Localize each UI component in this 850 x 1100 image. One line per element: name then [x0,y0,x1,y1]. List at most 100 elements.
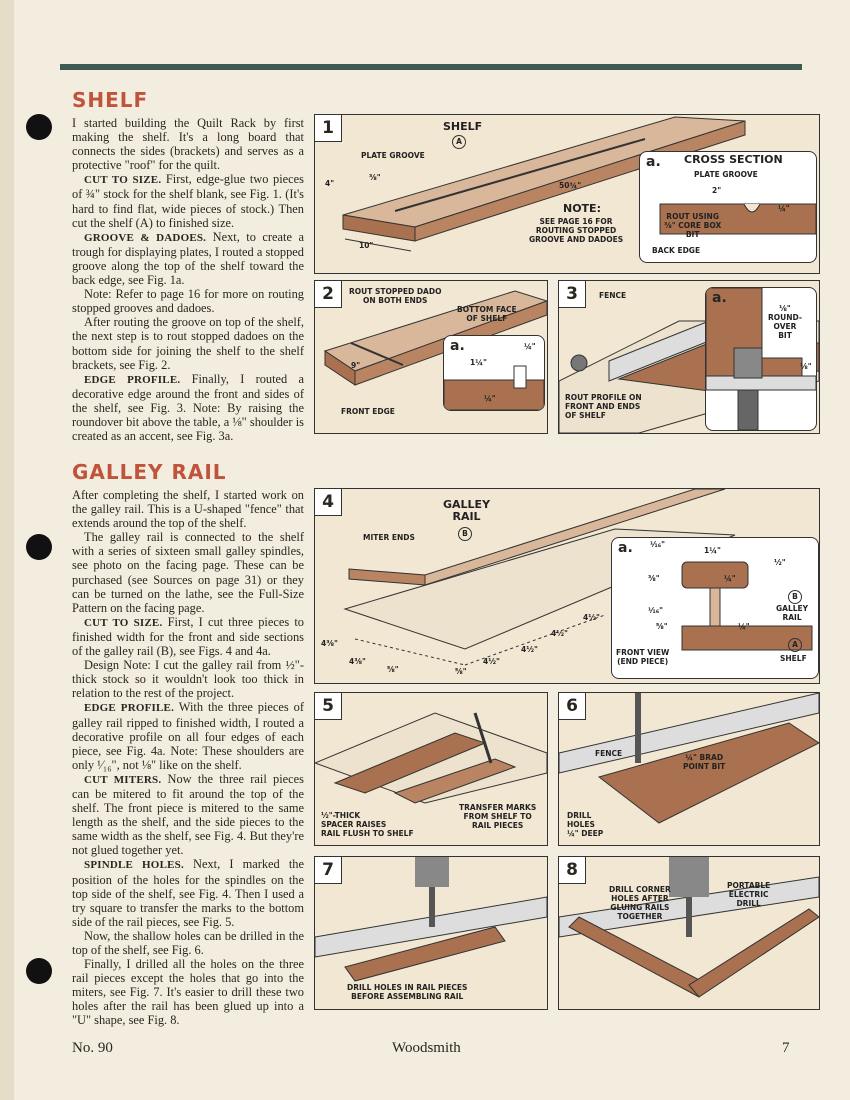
paragraph: EDGE PROFILE. Finally, I routed a decora… [72,371,304,444]
callout: FENCE [599,291,627,300]
dim-label: 4½" [483,657,500,666]
dim-label: ⅝" [387,665,399,674]
dim-label: ¼" [778,204,790,213]
figure-number: 1 [315,115,342,142]
callout: MITER ENDS [363,533,415,542]
part-b-marker: B [788,590,802,604]
binder-hole [26,114,52,140]
callout: ⅛" ROUND- OVER BIT [768,304,802,340]
dim-label: ¹⁄₁₆" [650,540,666,549]
part-b-marker: B [458,527,472,541]
figure-number: 2 [315,281,342,308]
dim-label: ⅜" [369,173,381,182]
figure-number: 3 [559,281,586,308]
dim-label: 1¼" [704,546,721,555]
dim-label: ¼" [738,622,750,631]
callout: BOTTOM FACE OF SHELF [457,305,517,323]
callout: SHELF [780,654,807,663]
inset-letter: a. [450,338,465,354]
drill-rail-illustration [315,857,547,982]
callout: FRONT EDGE [341,407,395,416]
figure-4: 4 GALLEY RAIL B MITER ENDS 4⅜" 4⅜" ⅝" ⅝"… [314,488,820,684]
paragraph: EDGE PROFILE. With the three pieces of g… [72,700,304,772]
paragraph: I started building the Quilt Rack by fir… [72,116,304,173]
inset-letter: a. [618,540,633,556]
figure-6: 6 FENCE ¼" BRAD POINT BIT DRILL HOLES ¼"… [558,692,820,846]
transfer-marks-illustration [315,712,547,804]
shelf-text: I started building the Quilt Rack by fir… [72,116,304,443]
figure-number: 7 [315,857,342,884]
figure-number: 5 [315,693,342,720]
figure-1: 1 SHELF A PLATE GROOVE 4" ⅜" 10" 50¾" NO… [314,114,820,274]
issue-number: No. 90 [72,1040,113,1056]
drill-corner-illustration [559,857,819,998]
plate-groove-label: PLATE GROOVE [361,151,425,160]
galley-profile-detail [681,561,813,651]
inset-letter: a. [712,290,727,306]
callout: ¼" BRAD POINT BIT [683,753,726,771]
callout: DRILL HOLES ¼" DEEP [567,811,604,838]
paragraph: The galley rail is connected to the shel… [72,530,304,615]
dim-label: ⅝" [656,622,668,631]
galley-front-view-inset: a. ¹⁄₁₆" 1¼" ½" ⅜" ¼" ¹⁄₁₆" ⅝" ¼" B GALL… [611,537,819,679]
paragraph: Note: Refer to page 16 for more on routi… [72,287,304,316]
paragraph: After completing the shelf, I started wo… [72,488,304,531]
shelf-heading: SHELF [72,88,149,112]
callout: TRANSFER MARKS FROM SHELF TO RAIL PIECES [459,803,537,830]
binder-hole [26,958,52,984]
figure-number: 6 [559,693,586,720]
galley-heading: GALLEY RAIL [72,460,227,484]
dim-label: ¼" [724,574,736,583]
inset-letter: a. [646,154,661,170]
callout: FENCE [595,749,623,758]
magazine-name: Woodsmith [392,1040,461,1056]
note-title: NOTE: [563,202,601,215]
binder-hole [26,534,52,560]
dim-label: 4⅜" [349,657,366,666]
paragraph: CUT MITERS. Now the three rail pieces ca… [72,771,304,858]
figure-8: 8 DRILL CORNER HOLES AFTER GLUING RAILS … [558,856,820,1010]
dim-label: 2" [712,186,722,195]
dim-label: ¹⁄₁₆" [648,606,664,615]
dado-detail [444,365,544,410]
dim-label: 4⅜" [321,639,338,648]
part-a-marker: A [452,135,466,149]
inset-label: BACK EDGE [652,246,701,255]
page-number: 7 [782,1040,790,1056]
paragraph: CUT TO SIZE. First, edge-glue two pieces… [72,172,304,230]
dim-label: 10" [359,241,374,250]
figure-7: 7 DRILL HOLES IN RAIL PIECES BEFORE ASSE… [314,856,548,1010]
galley-text: After completing the shelf, I started wo… [72,488,304,1028]
callout: GALLEY RAIL [776,604,809,622]
dim-label: ⅛" [800,362,812,371]
callout: ROUT PROFILE ON FRONT AND ENDS OF SHELF [565,393,642,420]
dim-label: 4½" [521,645,538,654]
paragraph: Finally, I drilled all the holes on the … [72,957,304,1028]
callout: ROUT STOPPED DADO ON BOTH ENDS [349,287,442,305]
callout: DRILL HOLES IN RAIL PIECES BEFORE ASSEMB… [347,983,468,1001]
dado-inset: a. 1¼" ¼" ¼" [443,335,545,411]
dim-label: 4" [325,179,335,188]
callout: ½"-THICK SPACER RAISES RAIL FLUSH TO SHE… [321,811,414,838]
dim-label: ½" [774,558,786,567]
figure-number: 8 [559,857,586,884]
shelf-label: SHELF [443,120,483,133]
callout: FRONT VIEW (END PIECE) [616,648,670,666]
figure-2: 2 ROUT STOPPED DADO ON BOTH ENDS BOTTOM … [314,280,548,434]
dim-label: 4½" [551,629,568,638]
page-edge [0,0,14,1100]
callout: DRILL CORNER HOLES AFTER GLUING RAILS TO… [609,885,671,921]
dim-label: ¼" [524,342,536,351]
dim-label: ¼" [484,394,496,403]
inset-label: ROUT USING ⅜" CORE BOX BIT [664,212,722,239]
dim-label: 4½" [583,613,600,622]
paragraph: Now, the shallow holes can be drilled in… [72,928,304,957]
dim-label: 50¾" [559,181,582,190]
roundover-detail [706,288,816,430]
cross-section-drawing [659,203,816,235]
top-rule [60,64,802,70]
paragraph: Design Note: I cut the galley rail from … [72,658,304,701]
figure-5: 5 ½"-THICK SPACER RAISES RAIL FLUSH TO S… [314,692,548,846]
paragraph: SPINDLE HOLES. Next, I marked the positi… [72,857,304,929]
dim-label: ⅜" [648,574,660,583]
